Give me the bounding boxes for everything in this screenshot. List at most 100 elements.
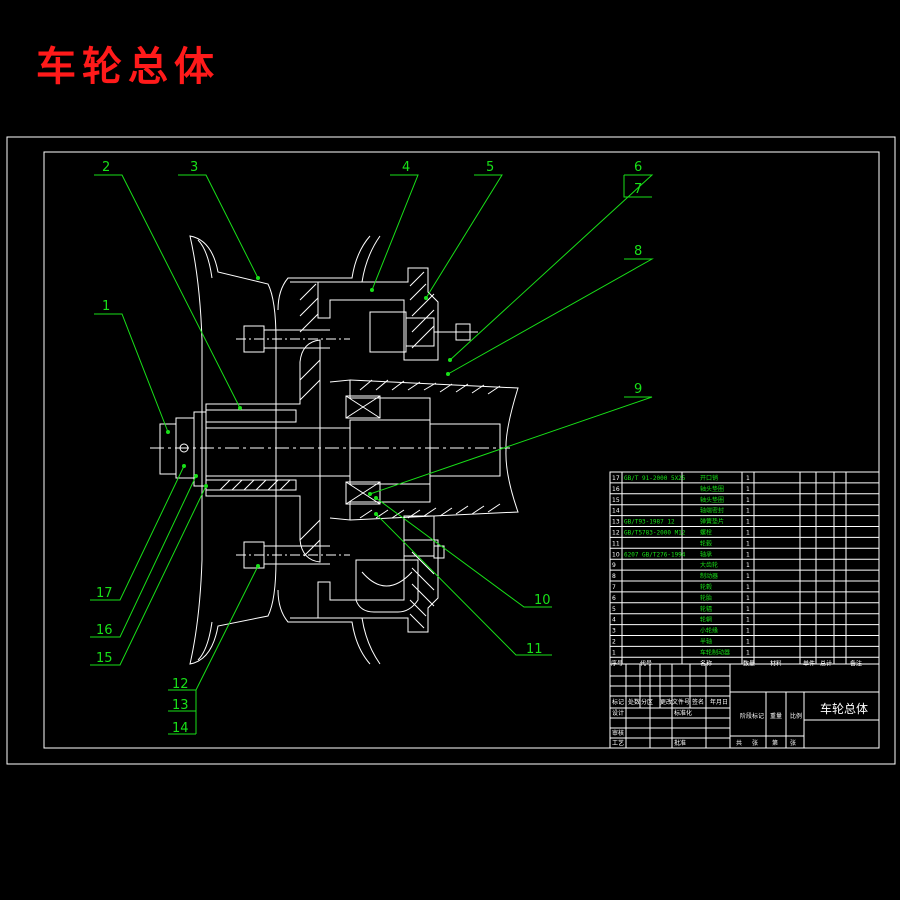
svg-text:设计: 设计 [612,709,624,717]
callout-4: 4 [402,160,410,175]
svg-text:张: 张 [790,739,796,747]
callout-2: 2 [102,160,110,175]
row-qty: 1 [746,540,750,547]
row-qty: 1 [746,584,750,591]
row-standard: GB/T 91-2000 5X25 [624,475,686,482]
svg-text:处数: 处数 [628,698,640,706]
callout-13: 13 [172,698,189,713]
callout-1: 1 [102,299,110,314]
parts-table [609,471,880,665]
svg-text:批准: 批准 [674,739,686,747]
row-qty: 1 [746,519,750,526]
row-name: 小轮缘 [700,627,718,635]
title-block-labels: 标记 处数 分区 更改文件号 签名 年月日 设计 标准化 审核 工艺 批准 阶段… [612,698,802,747]
row-standard: GB/T93-1987 12 [624,519,675,526]
callout-17: 17 [96,586,113,601]
row-qty: 1 [746,562,750,569]
row-number: 8 [612,573,616,580]
row-name: 轮辐 [700,605,712,613]
row-name: 开口销 [700,474,718,482]
svg-text:标准化: 标准化 [674,709,692,717]
row-number: 6 [612,595,616,602]
svg-text:重量: 重量 [770,712,782,720]
row-qty: 1 [746,486,750,493]
row-number: 1 [612,649,616,656]
header-cell: 名称 [700,659,712,667]
row-number: 12 [612,530,620,537]
callout-11: 11 [526,642,543,657]
callout-15: 15 [96,651,113,666]
row-number: 10 [612,551,620,558]
callout-6: 6 [634,160,642,175]
row-name: 轴头垫圈 [700,485,724,493]
svg-text:审核: 审核 [612,729,624,737]
header-cell: 总计 [820,659,832,667]
row-qty: 1 [746,508,750,515]
row-name: 制动器 [700,572,718,580]
svg-text:分区: 分区 [641,698,653,706]
outer-frame [6,136,896,765]
callout-14: 14 [172,721,189,736]
callout-16: 16 [96,623,113,638]
row-qty: 1 [746,475,750,482]
row-qty: 1 [746,551,750,558]
row-qty: 1 [746,595,750,602]
row-standard: 6207 GB/T276-1994 [624,551,686,558]
row-name: 轴头垫圈 [700,496,724,504]
row-number: 5 [612,606,616,613]
row-number: 11 [612,540,620,547]
row-number: 15 [612,497,620,504]
callout-numbers: 1 2 3 4 5 6 7 8 9 10 11 12 13 14 15 16 1… [96,160,642,736]
svg-text:比例: 比例 [790,712,802,720]
row-name: 轮辋 [700,616,712,624]
title-block-name: 车轮总体 [820,701,868,716]
row-qty: 1 [746,606,750,613]
header-cell: 材料 [770,659,782,667]
row-qty: 1 [746,573,750,580]
row-number: 14 [612,508,620,515]
row-name: 弹簧垫片 [700,518,724,526]
leader-lines [90,174,654,735]
svg-text:工艺: 工艺 [612,739,624,747]
row-name: 车轮制动器 [700,648,730,656]
row-qty: 1 [746,530,750,537]
svg-text:标记: 标记 [612,698,624,706]
header-cell: 单件 [803,659,815,667]
header-cell: 序号 [611,659,623,667]
row-qty: 1 [746,617,750,624]
row-name: 轮毂 [700,539,712,547]
svg-text:签名: 签名 [692,698,704,706]
row-number: 4 [612,617,616,624]
row-number: 9 [612,562,616,569]
svg-text:更改文件号: 更改文件号 [660,698,690,706]
row-name: 轮毂 [700,583,712,591]
callout-10: 10 [534,593,551,608]
leader-dots [166,276,452,568]
callout-3: 3 [190,160,198,175]
svg-text:张: 张 [752,739,758,747]
svg-text:共: 共 [736,739,742,747]
callout-5: 5 [486,160,494,175]
inner-frame [43,151,880,749]
title-block [609,663,880,749]
row-number: 3 [612,628,616,635]
svg-text:第: 第 [772,739,778,747]
row-name: 大齿轮 [700,561,718,569]
row-name: 轮胎 [700,594,712,602]
callout-8: 8 [634,244,642,259]
row-qty: 1 [746,639,750,646]
header-cell: 代号 [640,659,652,667]
row-number: 2 [612,639,616,646]
row-qty: 1 [746,497,750,504]
callout-9: 9 [634,382,642,397]
row-qty: 1 [746,628,750,635]
row-number: 17 [612,475,620,482]
row-number: 7 [612,584,616,591]
wheel-assembly [150,235,519,665]
svg-text:年月日: 年月日 [710,698,728,706]
callout-12: 12 [172,677,189,692]
row-standard: GB/T5783-2000 M12 [624,530,686,537]
row-name: 轴端密封 [700,507,724,515]
header-cell: 备注 [850,659,862,667]
